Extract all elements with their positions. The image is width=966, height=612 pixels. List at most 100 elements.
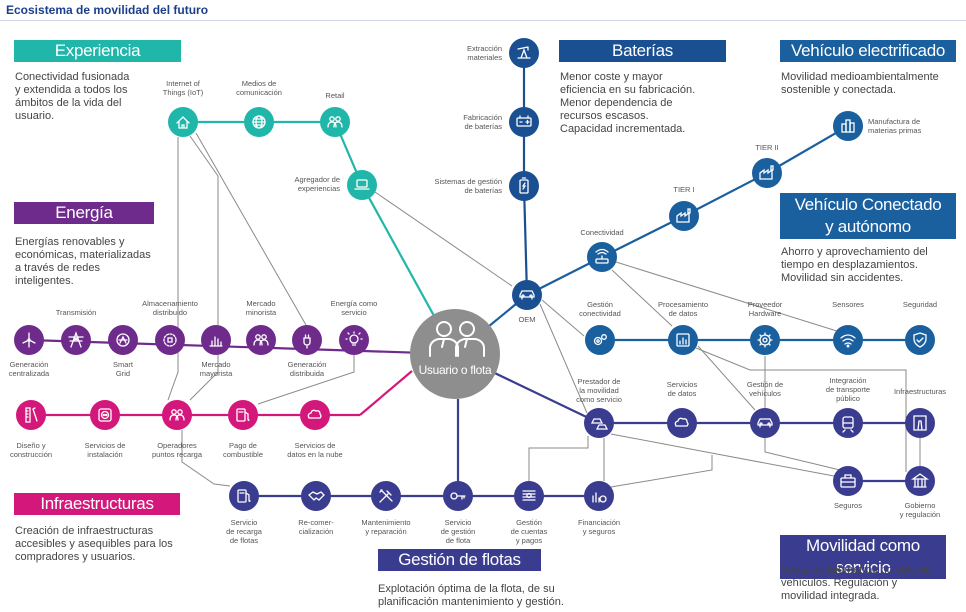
title-rule xyxy=(0,20,966,21)
desc-line: Menor coste y mayor xyxy=(560,71,663,83)
wind-icon xyxy=(22,332,36,348)
node-label-line: Gobierno xyxy=(904,501,936,510)
node-label-recomercial: Re-comer-cialización xyxy=(298,518,333,536)
node-label-line: Energía como xyxy=(330,299,378,308)
link-prestador-seguros xyxy=(610,433,835,477)
node-circle xyxy=(168,107,198,137)
people-icon xyxy=(253,334,269,346)
node-circle xyxy=(669,201,699,231)
node-sensores xyxy=(833,325,863,355)
node-label-line: Medios de xyxy=(241,79,277,88)
laptop-icon xyxy=(354,179,370,190)
node-energia_com xyxy=(339,325,369,355)
banner-servicio: Movilidad como servicio xyxy=(780,535,946,579)
node-minorista xyxy=(246,325,276,355)
link-energia-pago xyxy=(257,355,355,405)
node-circle xyxy=(201,325,231,355)
fuel-icon xyxy=(236,408,250,422)
desc-line: ámbitos de la vida del xyxy=(15,97,122,109)
node-label-line: Infraestructuras xyxy=(893,387,947,396)
node-label-line: Operadores xyxy=(157,441,197,450)
banner-baterias: Baterías xyxy=(559,40,726,62)
node-procesamiento xyxy=(668,325,698,355)
node-extraccion xyxy=(509,38,539,68)
node-label-line: Mercado xyxy=(246,299,276,308)
node-circle xyxy=(514,481,544,511)
node-label-line: combustible xyxy=(222,450,264,459)
node-label-line: Transmisión xyxy=(55,308,97,317)
desc-line: Capacidad incrementada. xyxy=(560,123,686,135)
banner-experiencia: Experiencia xyxy=(14,40,181,62)
center-label: Usuario o flota xyxy=(418,363,492,377)
node-circle xyxy=(300,400,330,430)
node-label-line: de baterías xyxy=(464,122,502,131)
node-label-line: de flota xyxy=(445,536,471,545)
link-operadores-recarga xyxy=(181,430,231,487)
node-label-line: puntos recarga xyxy=(151,450,203,459)
node-circle xyxy=(301,481,331,511)
node-label-tier1: TIER I xyxy=(673,185,694,194)
link-oem-gestioncon xyxy=(541,299,585,337)
node-label-line: Manufactura de xyxy=(868,117,921,126)
node-label-line: Pago de xyxy=(229,441,257,450)
node-serv_gestion xyxy=(443,481,473,511)
node-label-line: público xyxy=(836,394,860,403)
node-label-line: Generación xyxy=(287,360,327,369)
node-circle xyxy=(750,325,780,355)
node-label-seguros: Seguros xyxy=(834,501,862,510)
node-label-line: Grid xyxy=(115,369,131,378)
node-circle xyxy=(667,408,697,438)
node-oem xyxy=(512,280,542,310)
link-infra-center xyxy=(359,370,413,416)
fuel-icon xyxy=(237,489,251,503)
desc-baterias: Menor coste y mayor eficiencia en su fab… xyxy=(560,71,695,136)
node-label-line: Servicios de xyxy=(84,441,126,450)
banner-conectado: Vehículo Conectado y autónomo xyxy=(780,193,956,239)
node-label-line: Sistemas de gestión xyxy=(434,177,502,186)
node-label-line: la movilidad xyxy=(579,386,619,395)
node-label-line: Seguridad xyxy=(902,300,938,309)
plug-icon xyxy=(303,334,311,349)
node-label-line: cialización xyxy=(298,527,334,536)
node-circle xyxy=(155,325,185,355)
link-energia-row xyxy=(28,338,456,356)
storage-icon xyxy=(163,333,177,347)
people-icon xyxy=(169,409,185,421)
banner-energia: Energía xyxy=(14,202,154,224)
node-circle xyxy=(905,408,935,438)
node-almacenamiento xyxy=(155,325,185,355)
desc-line: Movilidad medioambientalmente xyxy=(781,71,939,83)
node-label-line: Re-comer- xyxy=(298,518,334,527)
link-financiacion-servicio xyxy=(610,455,713,488)
node-label-line: Smart xyxy=(112,360,134,369)
node-circle xyxy=(833,325,863,355)
node-nube xyxy=(300,400,330,430)
node-label-line: Proveedor xyxy=(747,300,783,309)
node-mayorista xyxy=(201,325,231,355)
node-iot xyxy=(168,107,198,137)
node-gobierno xyxy=(905,466,935,496)
node-label-line: de recarga xyxy=(226,527,262,536)
node-circle xyxy=(833,466,863,496)
node-label-line: Extracción xyxy=(466,44,502,53)
desc-line: inteligentes. xyxy=(15,275,74,287)
bar-chart-icon xyxy=(209,336,223,347)
desc-line: Creación de infraestructuras xyxy=(15,525,154,537)
bulb-icon xyxy=(345,331,363,346)
node-prestador xyxy=(584,408,614,438)
desc-line: compradores y usuarios. xyxy=(15,551,136,563)
cloud-icon xyxy=(307,409,322,419)
desc-line: vehículos. Regulación y xyxy=(781,577,898,589)
node-label-line: y pagos xyxy=(515,536,543,545)
desc-line: Energías renovables y xyxy=(15,236,125,248)
node-label-line: experiencias xyxy=(297,184,340,193)
